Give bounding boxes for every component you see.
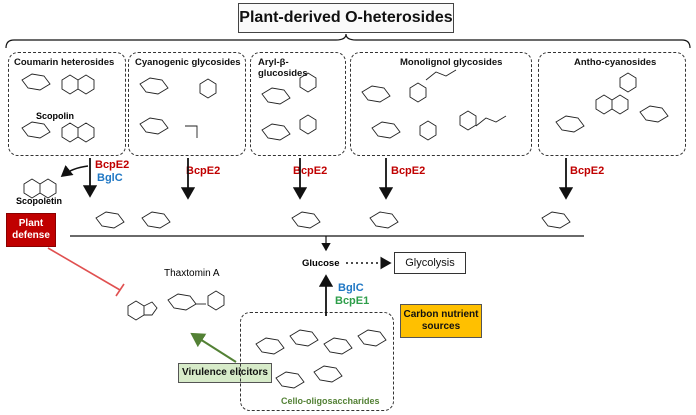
thaxtomin-structure bbox=[127, 290, 225, 321]
group-cyanogenic-title: Cyanogenic glycosides bbox=[135, 57, 241, 68]
enzyme-bcpe2-coumarin: BcpE2 bbox=[95, 159, 130, 171]
plant-defense-inhibition bbox=[47, 247, 125, 297]
enzyme-bglc-cello: BglC bbox=[338, 282, 364, 294]
carbon-line2: sources bbox=[421, 321, 461, 332]
group-anthocyanosides bbox=[538, 52, 686, 156]
carbon-nutrient-box: Carbon nutrient sources bbox=[400, 304, 482, 338]
enzyme-bcpe2-anthocyanosides: BcpE2 bbox=[570, 165, 605, 177]
group-anthocyanosides-title: Antho-cyanosides bbox=[574, 57, 657, 68]
scopoletin-label: Scopoletin bbox=[16, 196, 63, 206]
group-coumarin-heterosides bbox=[8, 52, 126, 156]
virulence-elicitors-box: Virulence elicitors bbox=[178, 363, 272, 383]
cello-oligosaccharide-structure bbox=[255, 329, 387, 389]
enzyme-bcpe2-monolignol: BcpE2 bbox=[391, 165, 426, 177]
virulence-arrow bbox=[190, 332, 237, 363]
hydrolysis-arrows bbox=[82, 158, 574, 200]
glucose-label: Glucose bbox=[302, 258, 340, 269]
scopoletin-arrow bbox=[60, 165, 89, 177]
cello-oligosaccharides-label: Cello-oligosaccharides bbox=[281, 396, 380, 406]
group-coumarin-title: Coumarin heterosides bbox=[14, 57, 115, 68]
thaxtomin-label: Thaxtomin A bbox=[164, 268, 220, 279]
group-cyanogenic-glycosides bbox=[128, 52, 246, 156]
glycolysis-label: Glycolysis bbox=[405, 257, 455, 269]
enzyme-bcpe1-cello: BcpE1 bbox=[335, 295, 370, 307]
scopolin-label: Scopolin bbox=[36, 111, 74, 121]
diagram-title: Plant-derived O-heterosides bbox=[238, 3, 454, 33]
plant-defense-box: Plant defense bbox=[6, 213, 56, 247]
group-monolignol-title: Monolignol glycosides bbox=[400, 57, 503, 68]
glucose-product-rings bbox=[23, 178, 571, 229]
enzyme-bglc-coumarin: BglC bbox=[97, 172, 123, 184]
virulence-label: Virulence elicitors bbox=[182, 367, 268, 378]
top-bracket bbox=[5, 33, 691, 49]
molecule-sketches bbox=[21, 69, 669, 143]
glycolysis-box: Glycolysis bbox=[394, 252, 466, 274]
diagram-title-text: Plant-derived O-heterosides bbox=[239, 9, 453, 26]
carbon-line1: Carbon nutrient bbox=[403, 309, 479, 320]
group-aryl-glucosides bbox=[250, 52, 346, 156]
enzyme-bcpe2-aryl: BcpE2 bbox=[293, 165, 328, 177]
group-aryl-title-line1: Aryl-β- bbox=[258, 57, 289, 68]
cello-oligosaccharides-box bbox=[240, 312, 394, 411]
plant-defense-line2: defense bbox=[12, 230, 50, 241]
group-monolignol-glycosides bbox=[350, 52, 532, 156]
plant-defense-line1: Plant bbox=[18, 218, 44, 229]
glucose-collector bbox=[70, 235, 584, 252]
enzyme-bcpe2-cyanogenic: BcpE2 bbox=[186, 165, 221, 177]
group-aryl-title-line2: glucosides bbox=[258, 68, 308, 79]
